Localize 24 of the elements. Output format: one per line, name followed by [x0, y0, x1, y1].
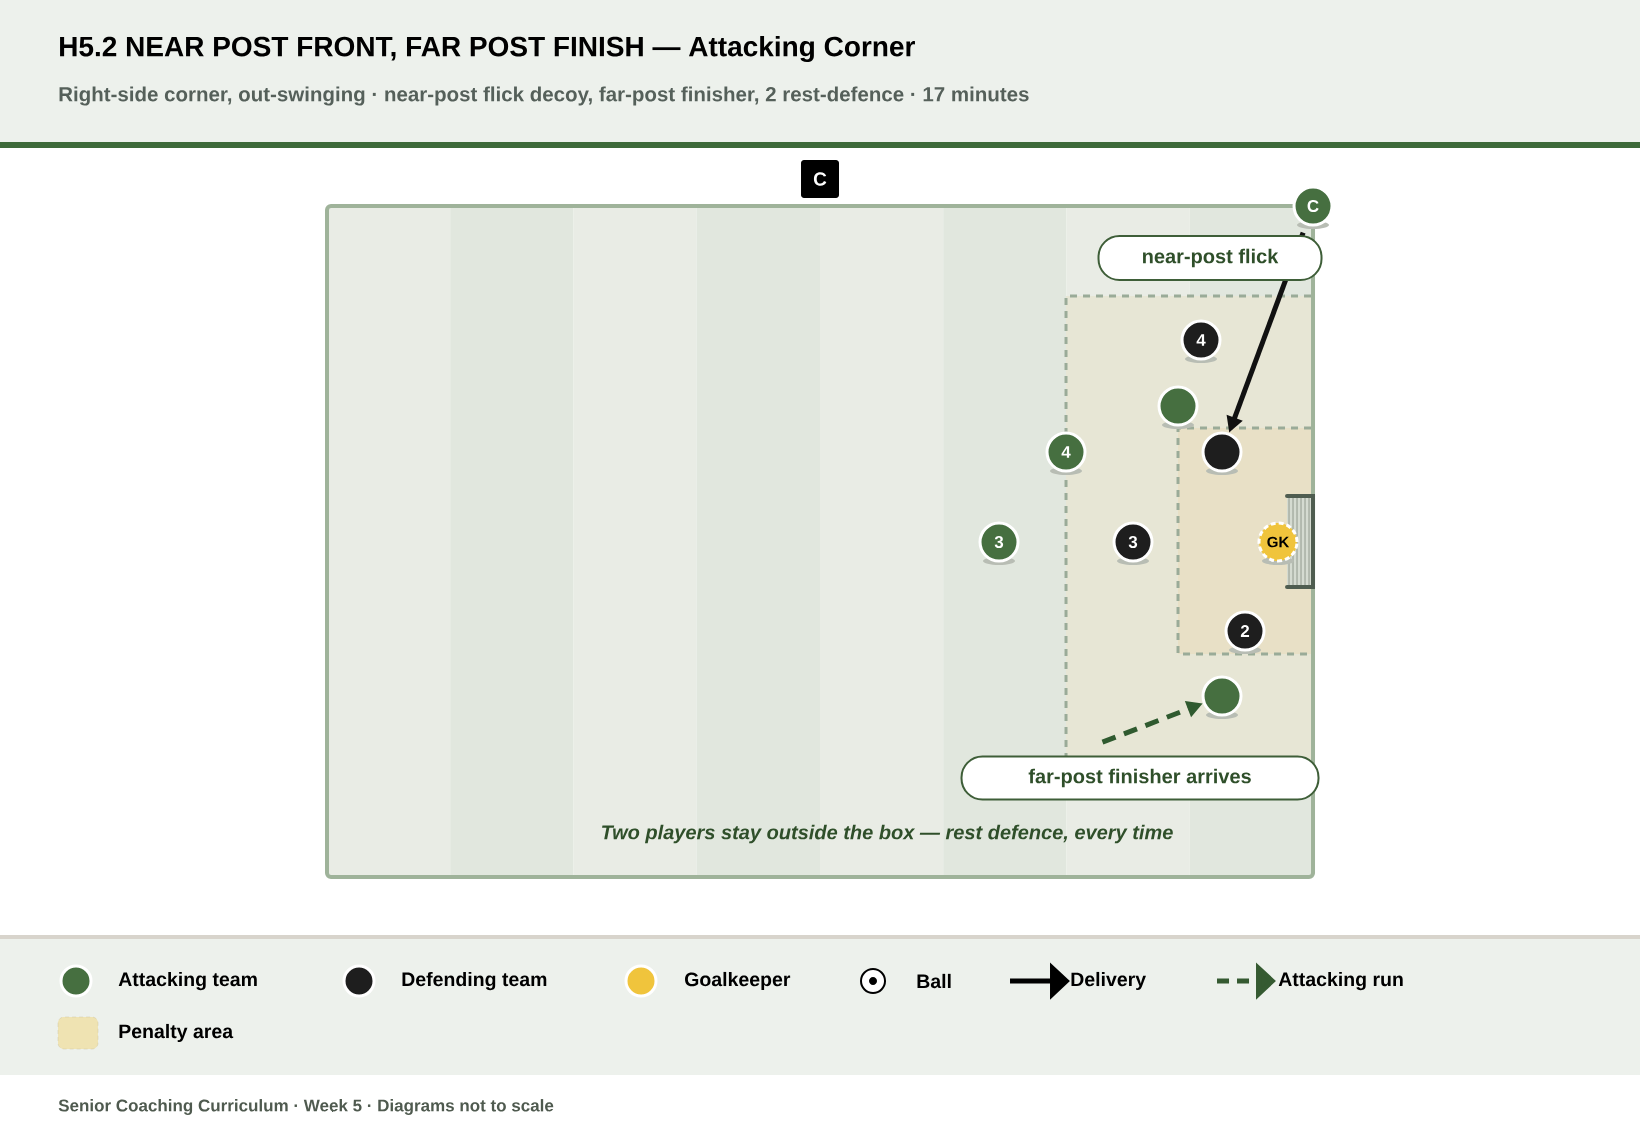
- player-token: 2: [1224, 610, 1266, 654]
- player-token: 3: [1112, 521, 1154, 565]
- edge-label: near-post flick: [1097, 235, 1323, 281]
- note: Two players stay outside the box — rest defence, every time: [602, 824, 1173, 844]
- player-token: 3: [978, 521, 1020, 565]
- letter-tag: C: [801, 160, 839, 198]
- player-token: [1201, 431, 1243, 475]
- player-token: 4: [1045, 431, 1087, 475]
- player-token: [1157, 385, 1199, 429]
- title: H5.2 NEAR POST FRONT, FAR POST FINISH — Attacking Corner: [60, 35, 915, 63]
- legend-label: Defending team: [402, 971, 547, 991]
- legend-label: Goalkeeper: [685, 971, 791, 991]
- goalkeeper-token: GK: [1257, 521, 1299, 565]
- legend-label: Penalty area: [119, 1023, 234, 1043]
- legend-label: Attacking run: [1278, 971, 1403, 991]
- legend-label: Attacking team: [118, 971, 257, 991]
- edge-label: far-post finisher arrives: [960, 755, 1320, 801]
- legend-label: Delivery: [1071, 971, 1146, 991]
- player-token: [1201, 675, 1243, 719]
- footer: Senior Coaching Curriculum · Week 5 · Diagrams not to scale: [58, 1099, 554, 1115]
- player-token: 4: [1180, 319, 1222, 363]
- legend-label: Ball: [917, 973, 951, 989]
- subtitle: Right-side corner, out-swinging · near-post flick decoy, far-post finisher, 2 rest-defence · 17 minutes: [59, 86, 1029, 106]
- player-token: C: [1292, 185, 1334, 229]
